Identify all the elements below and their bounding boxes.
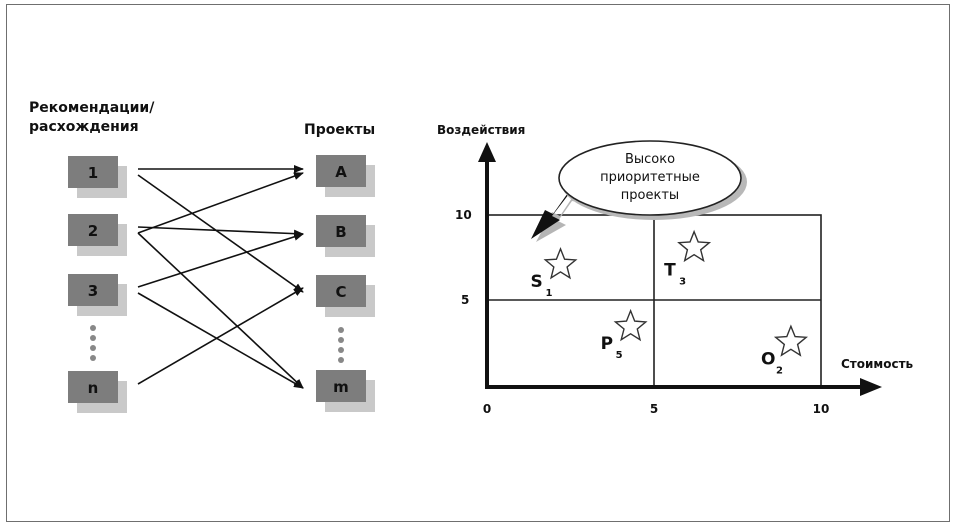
target-box-c: C <box>316 275 375 317</box>
source-label: 2 <box>88 222 98 240</box>
star-icon <box>613 308 648 342</box>
target-label: m <box>333 378 349 396</box>
x-axis-label: Стоимость <box>841 357 914 371</box>
target-ellipsis <box>338 327 344 363</box>
matrix-point-t: T3 <box>664 229 712 288</box>
matrix-point-s: S1 <box>530 247 578 299</box>
point-letter: O <box>761 349 775 369</box>
target-box-m: m <box>316 370 375 412</box>
point-subscript: 5 <box>616 350 623 361</box>
source-title-line1: Рекомендации/ <box>29 100 155 116</box>
point-letter: P <box>601 334 613 354</box>
figure-frame <box>6 4 950 522</box>
callout-pointer-icon <box>531 190 594 242</box>
star-icon <box>773 324 809 357</box>
source-ellipsis <box>90 325 96 361</box>
target-label: C <box>335 283 346 301</box>
callout-line3: проекты <box>621 188 679 203</box>
priority-matrix: Воздействия Стоимость 0 5 10 5 10 Высоко… <box>437 123 914 416</box>
source-label: 1 <box>88 164 98 182</box>
source-box-3: 3 <box>68 274 127 316</box>
star-icon <box>543 247 578 280</box>
mapping-arrow <box>137 232 304 389</box>
callout-line2: приоритетные <box>600 170 700 185</box>
source-label: n <box>88 379 99 397</box>
point-subscript: 2 <box>776 365 783 376</box>
star-icon <box>677 229 712 263</box>
x-tick: 10 <box>813 402 830 416</box>
callout-bubble: Высоко приоритетные проекты <box>558 140 747 220</box>
y-tick: 10 <box>455 208 472 222</box>
point-letter: T <box>664 261 676 281</box>
target-label: B <box>335 223 346 241</box>
target-title: Проекты <box>304 122 375 138</box>
mapping-links <box>137 165 304 389</box>
source-box-2: 2 <box>68 214 127 256</box>
source-title-line2: расхождения <box>29 119 139 135</box>
y-tick: 5 <box>461 293 469 307</box>
mapping-arrow <box>137 232 304 288</box>
source-box-1: 1 <box>68 156 127 198</box>
mapping-arrow <box>137 172 304 234</box>
y-axis-arrow-icon <box>478 142 496 162</box>
mapping-arrow <box>137 174 304 293</box>
mapping-diagram: Рекомендации/ расхождения Проекты 1 2 3 <box>29 100 375 413</box>
matrix-point-p: P5 <box>601 308 648 361</box>
x-axis-arrow-icon <box>860 378 882 396</box>
target-label: A <box>335 163 347 181</box>
point-subscript: 3 <box>679 277 686 288</box>
matrix-point-o: O2 <box>761 324 809 376</box>
mapping-arrow <box>137 287 304 385</box>
target-box-a: A <box>316 155 375 197</box>
y-axis-label: Воздействия <box>437 123 525 137</box>
point-letter: S <box>530 272 542 292</box>
x-tick: 0 <box>483 402 491 416</box>
target-box-b: B <box>316 215 375 257</box>
point-subscript: 1 <box>545 288 552 299</box>
source-label: 3 <box>88 282 98 300</box>
mapping-arrow <box>137 226 304 238</box>
x-tick: 5 <box>650 402 658 416</box>
mapping-arrow <box>137 292 304 389</box>
callout-line1: Высоко <box>625 152 675 167</box>
source-box-n: n <box>68 371 127 413</box>
